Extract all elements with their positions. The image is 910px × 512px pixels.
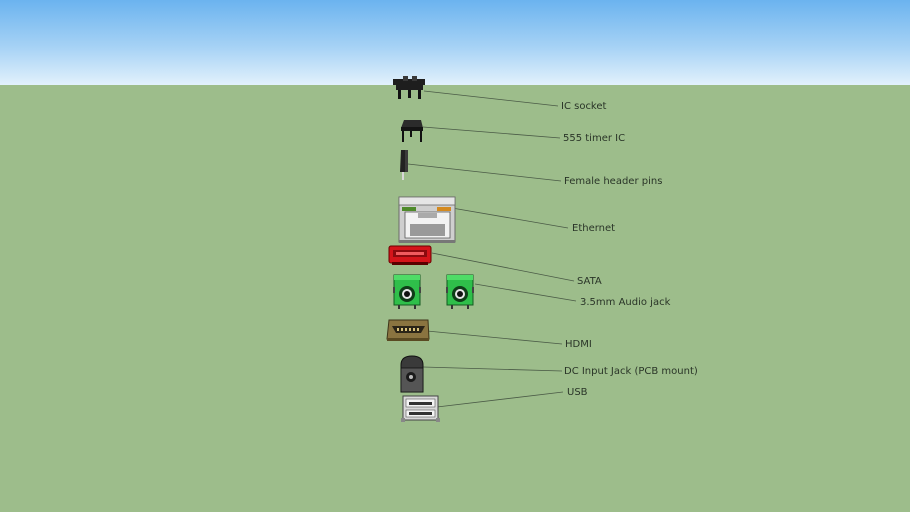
timer-ic-model[interactable]: [401, 120, 423, 142]
leader-lines: [407, 90, 577, 408]
label-hdmi: HDMI: [565, 339, 592, 350]
audio-jack-model-right[interactable]: [446, 274, 474, 309]
label-female-header: Female header pins: [564, 176, 663, 187]
label-ethernet: Ethernet: [572, 223, 616, 234]
leader-line-timer-ic: [422, 126, 561, 139]
leader-line-dc-jack: [422, 366, 563, 372]
label-usb: USB: [567, 387, 588, 398]
leader-line-female-header: [407, 163, 562, 182]
hdmi-model[interactable]: [386, 319, 430, 341]
audio-jack-model-left[interactable]: [393, 274, 421, 309]
sata-model[interactable]: [388, 245, 432, 265]
label-ic-socket: IC socket: [561, 101, 607, 112]
label-dc-jack: DC Input Jack (PCB mount): [564, 366, 698, 377]
leader-line-ic-socket: [423, 90, 559, 107]
ethernet-model[interactable]: [398, 196, 456, 243]
label-sata: SATA: [577, 276, 602, 287]
leader-line-ethernet: [451, 207, 569, 229]
leader-line-hdmi: [426, 330, 563, 345]
sky-background: [0, 0, 910, 85]
dc-jack-model[interactable]: [400, 355, 424, 393]
label-audio-jack: 3.5mm Audio jack: [580, 297, 671, 308]
usb-model[interactable]: [401, 395, 440, 422]
leader-line-usb: [436, 391, 564, 408]
female-header-model[interactable]: [400, 150, 408, 180]
ic-socket-model[interactable]: [393, 76, 425, 99]
leader-line-audio-jack: [474, 283, 577, 302]
label-timer-ic: 555 timer IC: [563, 133, 626, 144]
leader-line-sata: [431, 252, 575, 282]
